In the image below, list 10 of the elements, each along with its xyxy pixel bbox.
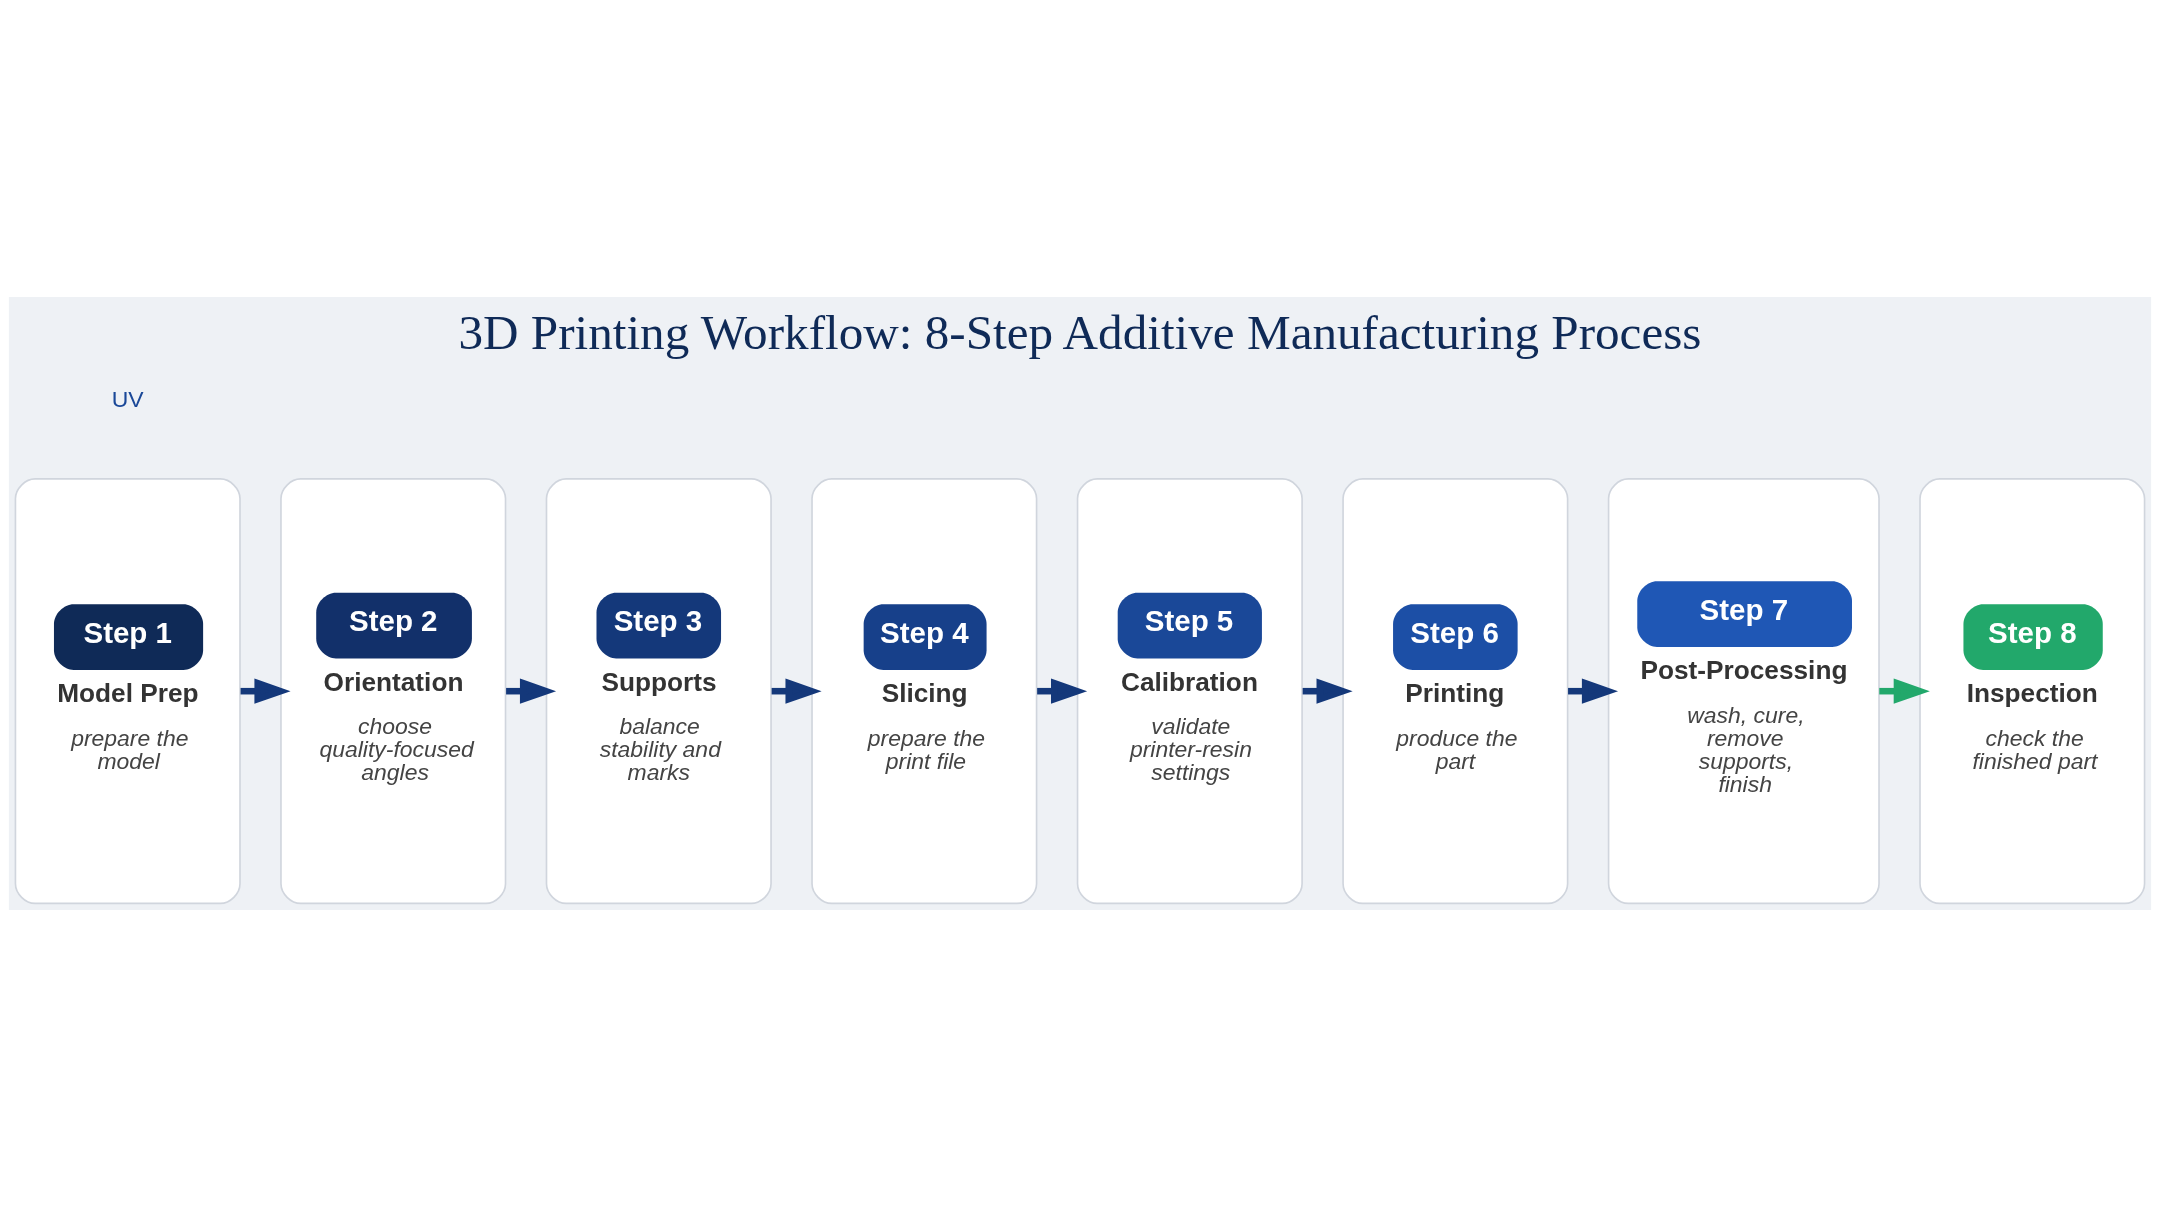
diagram-title: 3D Printing Workflow: 8-Step Additive Manufacturing Process xyxy=(458,304,1702,360)
label: UV xyxy=(111,385,144,412)
node-box: Step 4 Slicing prepare the print file xyxy=(811,477,1038,904)
node-box: Step 1 Model Prep prepare the model xyxy=(14,477,241,904)
node-box: Step 7 Post-Processing wash, cure, remove supports, finish xyxy=(1607,477,1880,904)
node-box: Step 5 Calibration validate printer-resin settings xyxy=(1076,477,1303,904)
node-box: Step 6 Printing produce the part xyxy=(1342,477,1569,904)
node-box: Step 2 Orientation choose quality-focused angles xyxy=(280,477,507,904)
node-box: Step 3 Supports balance stability and marks xyxy=(545,477,772,904)
node-box: Step 8 Inspection check the finished part xyxy=(1919,477,2146,904)
